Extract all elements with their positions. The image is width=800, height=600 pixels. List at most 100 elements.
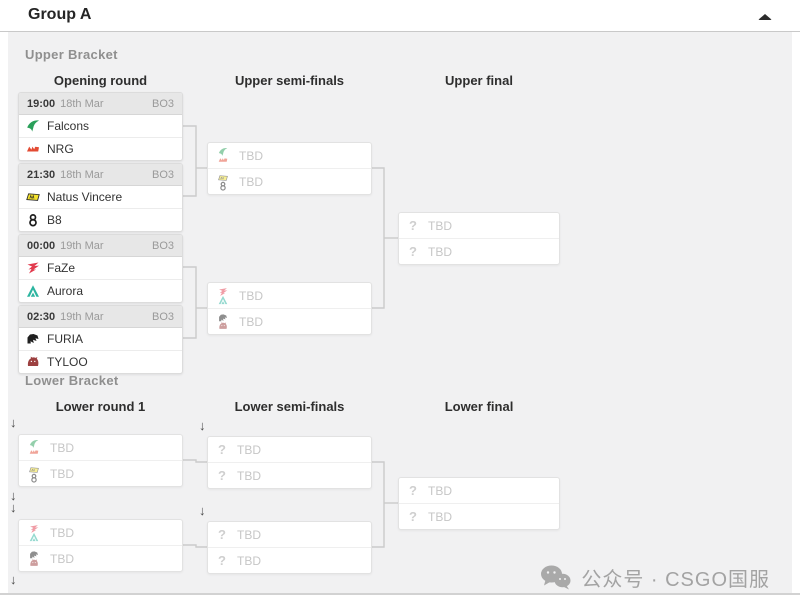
lower-semi-final-1-box: ? TBD ? TBD xyxy=(207,436,372,489)
drop-down-arrow-icon: ↓ xyxy=(10,500,17,515)
possible-teams-furia-tyloo-icon xyxy=(215,314,231,330)
aurora-logo-icon xyxy=(26,284,40,298)
tbd-label: TBD xyxy=(50,551,74,566)
team-row-b8[interactable]: B8 xyxy=(19,208,182,231)
furia-logo-icon xyxy=(26,332,40,346)
team-row-aurora[interactable]: Aurora xyxy=(19,279,182,302)
drop-down-arrow-icon: ↓ xyxy=(199,503,206,518)
unknown-team-icon: ? xyxy=(409,483,417,498)
column-header-lower-final: Lower final xyxy=(444,399,514,414)
lower-round1-box-2: TBD TBD xyxy=(18,519,183,572)
team-row-tyloo[interactable]: TYLOO xyxy=(19,350,182,373)
upper-bracket-label: Upper Bracket xyxy=(25,47,118,62)
team-row-furia[interactable]: FURIA xyxy=(19,328,182,350)
team-row-falcons[interactable]: Falcons xyxy=(19,115,182,137)
possible-teams-faze-aurora-icon xyxy=(26,525,42,541)
navi-logo-icon xyxy=(26,190,40,204)
possible-teams-furia-tyloo-icon xyxy=(26,551,42,567)
tbd-label: TBD xyxy=(237,553,261,568)
tbd-slot: TBD xyxy=(19,435,182,460)
lower-bracket-label: Lower Bracket xyxy=(25,373,119,388)
tbd-label: TBD xyxy=(50,466,74,481)
team-row-natus-vincere[interactable]: Natus Vincere xyxy=(19,186,182,208)
tbd-slot: ? TBD xyxy=(208,547,371,573)
nrg-logo-icon xyxy=(218,155,228,165)
tbd-slot: ? TBD xyxy=(208,462,371,488)
tbd-label: TBD xyxy=(428,483,452,498)
tyloo-logo-icon xyxy=(29,558,39,568)
tbd-slot: TBD xyxy=(19,460,182,486)
match-time: 00:00 xyxy=(27,239,56,252)
tbd-label: TBD xyxy=(428,509,452,524)
collapse-caret-icon[interactable] xyxy=(758,14,772,20)
match-date: 19th Mar xyxy=(60,239,104,252)
column-header-upper-semi-finals: Upper semi-finals xyxy=(234,73,345,88)
match-header: 02:30 19th Mar BO3 xyxy=(19,306,182,328)
match-header: 19:00 18th Mar BO3 xyxy=(19,93,182,115)
unknown-team-icon: ? xyxy=(218,553,226,568)
tbd-slot: TBD xyxy=(208,283,371,308)
upper-semi-final-2-box: TBD TBD xyxy=(207,282,372,335)
tbd-slot: TBD xyxy=(19,545,182,571)
tbd-slot: ? TBD xyxy=(399,478,559,503)
b8-logo-icon xyxy=(218,181,228,191)
match-header: 21:30 18th Mar BO3 xyxy=(19,164,182,186)
tbd-slot: ? TBD xyxy=(399,238,559,264)
group-header[interactable]: Group A xyxy=(0,0,800,32)
b8-logo-icon xyxy=(26,213,40,227)
possible-teams-falcons-nrg-icon xyxy=(215,148,231,164)
unknown-team-icon: ? xyxy=(409,244,417,259)
team-name: NRG xyxy=(47,142,74,156)
tbd-label: TBD xyxy=(237,468,261,483)
tbd-label: TBD xyxy=(50,440,74,455)
column-header-opening-round: Opening round xyxy=(53,73,148,88)
match-box-faze-aurora: 00:00 19th Mar BO3 FaZe Aurora xyxy=(18,234,183,303)
team-name: TYLOO xyxy=(47,355,88,369)
tbd-slot: ? TBD xyxy=(399,503,559,529)
column-header-lower-round-1: Lower round 1 xyxy=(55,399,146,414)
match-box-falcons-nrg: 19:00 18th Mar BO3 Falcons NRG xyxy=(18,92,183,161)
lower-semi-final-2-box: ? TBD ? TBD xyxy=(207,521,372,574)
unknown-team-icon: ? xyxy=(218,442,226,457)
tbd-label: TBD xyxy=(237,442,261,457)
falcons-logo-icon xyxy=(26,119,40,133)
match-time: 02:30 xyxy=(27,310,56,323)
drop-down-arrow-icon: ↓ xyxy=(10,488,17,503)
unknown-team-icon: ? xyxy=(409,509,417,524)
tbd-slot: TBD xyxy=(19,520,182,545)
tbd-label: TBD xyxy=(239,174,263,189)
match-format: BO3 xyxy=(151,310,174,323)
drop-down-arrow-icon: ↓ xyxy=(10,572,17,587)
tbd-slot: TBD xyxy=(208,308,371,334)
match-time: 19:00 xyxy=(27,97,56,110)
team-row-faze[interactable]: FaZe xyxy=(19,257,182,279)
tbd-slot: TBD xyxy=(208,168,371,194)
possible-teams-navi-b8-icon xyxy=(26,466,42,482)
team-name: FURIA xyxy=(47,332,83,346)
match-time: 21:30 xyxy=(27,168,56,181)
tbd-slot: ? TBD xyxy=(208,437,371,462)
faze-logo-icon xyxy=(26,261,40,275)
tbd-slot: ? TBD xyxy=(208,522,371,547)
team-name: Natus Vincere xyxy=(47,190,123,204)
tbd-label: TBD xyxy=(239,314,263,329)
tbd-label: TBD xyxy=(50,525,74,540)
possible-teams-faze-aurora-icon xyxy=(215,288,231,304)
match-format: BO3 xyxy=(151,168,174,181)
team-name: FaZe xyxy=(47,261,76,275)
tbd-label: TBD xyxy=(428,244,452,259)
team-name: Aurora xyxy=(47,284,84,298)
tyloo-logo-icon xyxy=(218,321,228,331)
tbd-label: TBD xyxy=(237,527,261,542)
team-name: B8 xyxy=(47,213,62,227)
match-box-furia-tyloo: 02:30 19th Mar BO3 FURIA TYLOO xyxy=(18,305,183,374)
watermark-text: 公众号 · CSGO国服 xyxy=(581,569,770,591)
upper-final-box: ? TBD ? TBD xyxy=(398,212,560,265)
tbd-label: TBD xyxy=(428,218,452,233)
upper-semi-final-1-box: TBD TBD xyxy=(207,142,372,195)
match-header: 00:00 19th Mar BO3 xyxy=(19,235,182,257)
nrg-logo-icon xyxy=(26,142,40,156)
unknown-team-icon: ? xyxy=(218,468,226,483)
lower-round1-box-1: TBD TBD xyxy=(18,434,183,487)
team-row-nrg[interactable]: NRG xyxy=(19,137,182,160)
